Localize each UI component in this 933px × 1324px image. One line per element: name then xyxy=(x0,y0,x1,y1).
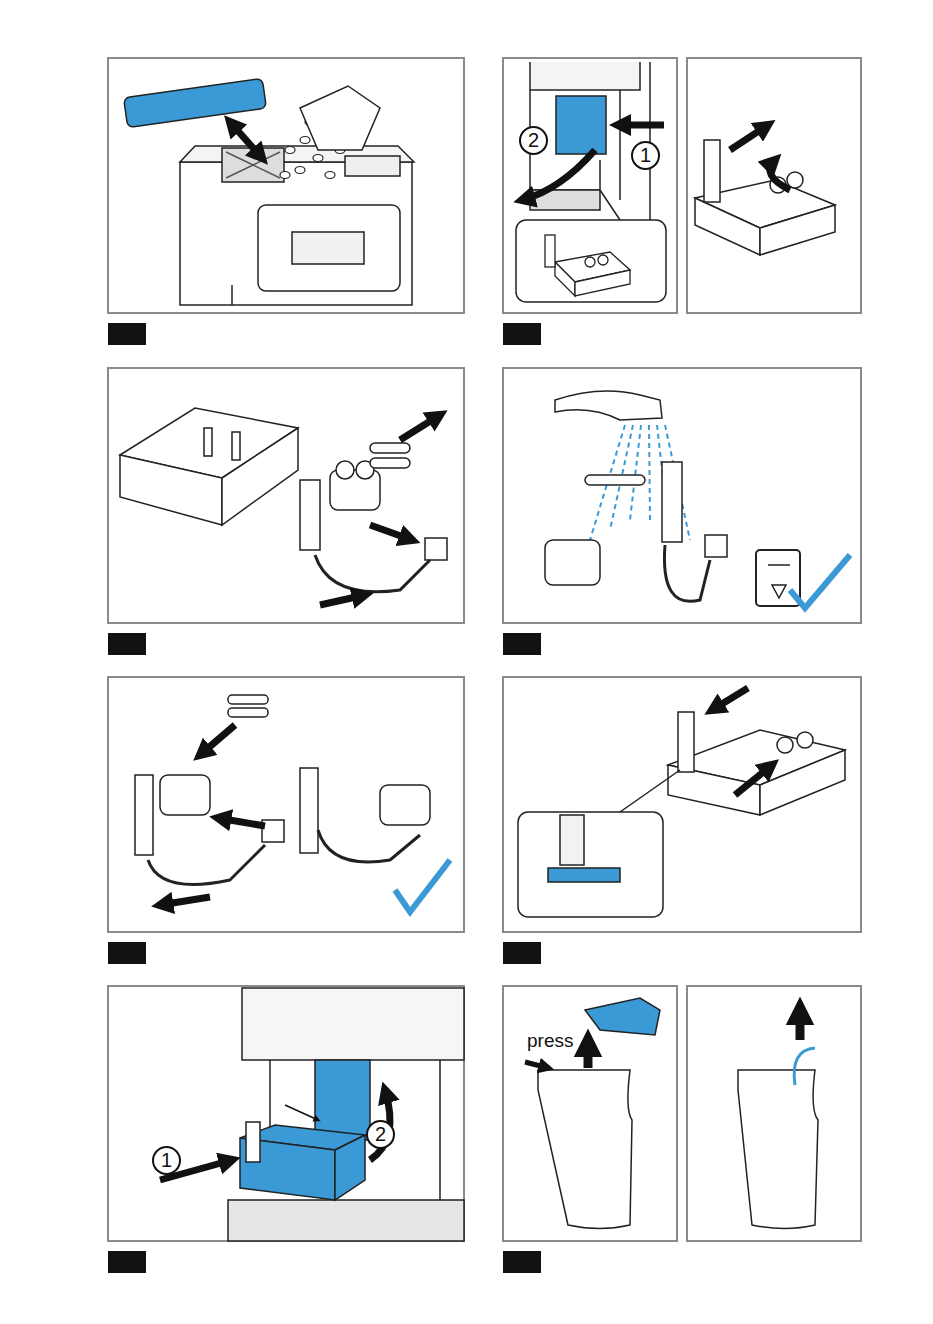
remove-arrow xyxy=(400,415,440,440)
callout-number: 1 xyxy=(631,141,660,170)
callout-number: 1 xyxy=(152,1146,181,1175)
callout-number: 2 xyxy=(519,126,548,155)
callout-text: 1 xyxy=(161,1149,172,1172)
insert-arrow xyxy=(735,765,772,795)
instruction-label: press xyxy=(527,1030,573,1052)
lift-arrow xyxy=(730,125,768,150)
milk-box xyxy=(695,140,835,255)
callout-text: 1 xyxy=(640,144,651,167)
push-arrow xyxy=(618,122,664,129)
milk-container xyxy=(538,1070,632,1229)
double-arrow xyxy=(230,122,262,158)
machine-front xyxy=(228,988,464,1241)
milk-box-blue xyxy=(240,1122,365,1200)
insert-arrow xyxy=(160,897,210,905)
callout-text: 2 xyxy=(528,129,539,152)
detail-inset xyxy=(516,220,666,302)
tap xyxy=(555,391,662,420)
insert-arrow xyxy=(712,688,748,710)
milk-parts xyxy=(300,443,447,592)
empty-box xyxy=(120,408,298,525)
insert-arrow xyxy=(200,725,235,755)
check-mark xyxy=(395,860,450,912)
parts-assembled xyxy=(300,768,430,862)
remove-arrow xyxy=(370,525,412,540)
milk-slot xyxy=(315,1060,370,1140)
turn-arrow xyxy=(770,160,790,190)
milk-box-small xyxy=(545,235,630,296)
container-lid xyxy=(585,998,660,1035)
callout-number: 2 xyxy=(366,1120,395,1149)
box-insert xyxy=(668,712,845,815)
milk-container xyxy=(738,1070,818,1229)
lift-arrow xyxy=(584,1040,593,1068)
insert-arrow xyxy=(218,818,265,826)
machine-top-view xyxy=(180,146,414,305)
milk-tube xyxy=(794,1048,815,1085)
panel-frames xyxy=(108,58,861,1241)
press-arrow xyxy=(525,1062,548,1068)
rinsed-parts xyxy=(545,462,727,601)
milk-unit xyxy=(556,96,606,154)
slot-highlight xyxy=(548,868,620,882)
callout-text: 2 xyxy=(375,1123,386,1146)
remove-arrow xyxy=(320,595,365,605)
parts-before xyxy=(135,695,284,885)
check-mark xyxy=(790,555,850,608)
bean-lid xyxy=(124,78,267,127)
detail-inset xyxy=(518,812,663,917)
lift-arrow xyxy=(796,1008,805,1040)
pull-arrow xyxy=(522,150,595,200)
figure-tags xyxy=(108,323,541,1273)
bean-bag xyxy=(300,86,380,150)
